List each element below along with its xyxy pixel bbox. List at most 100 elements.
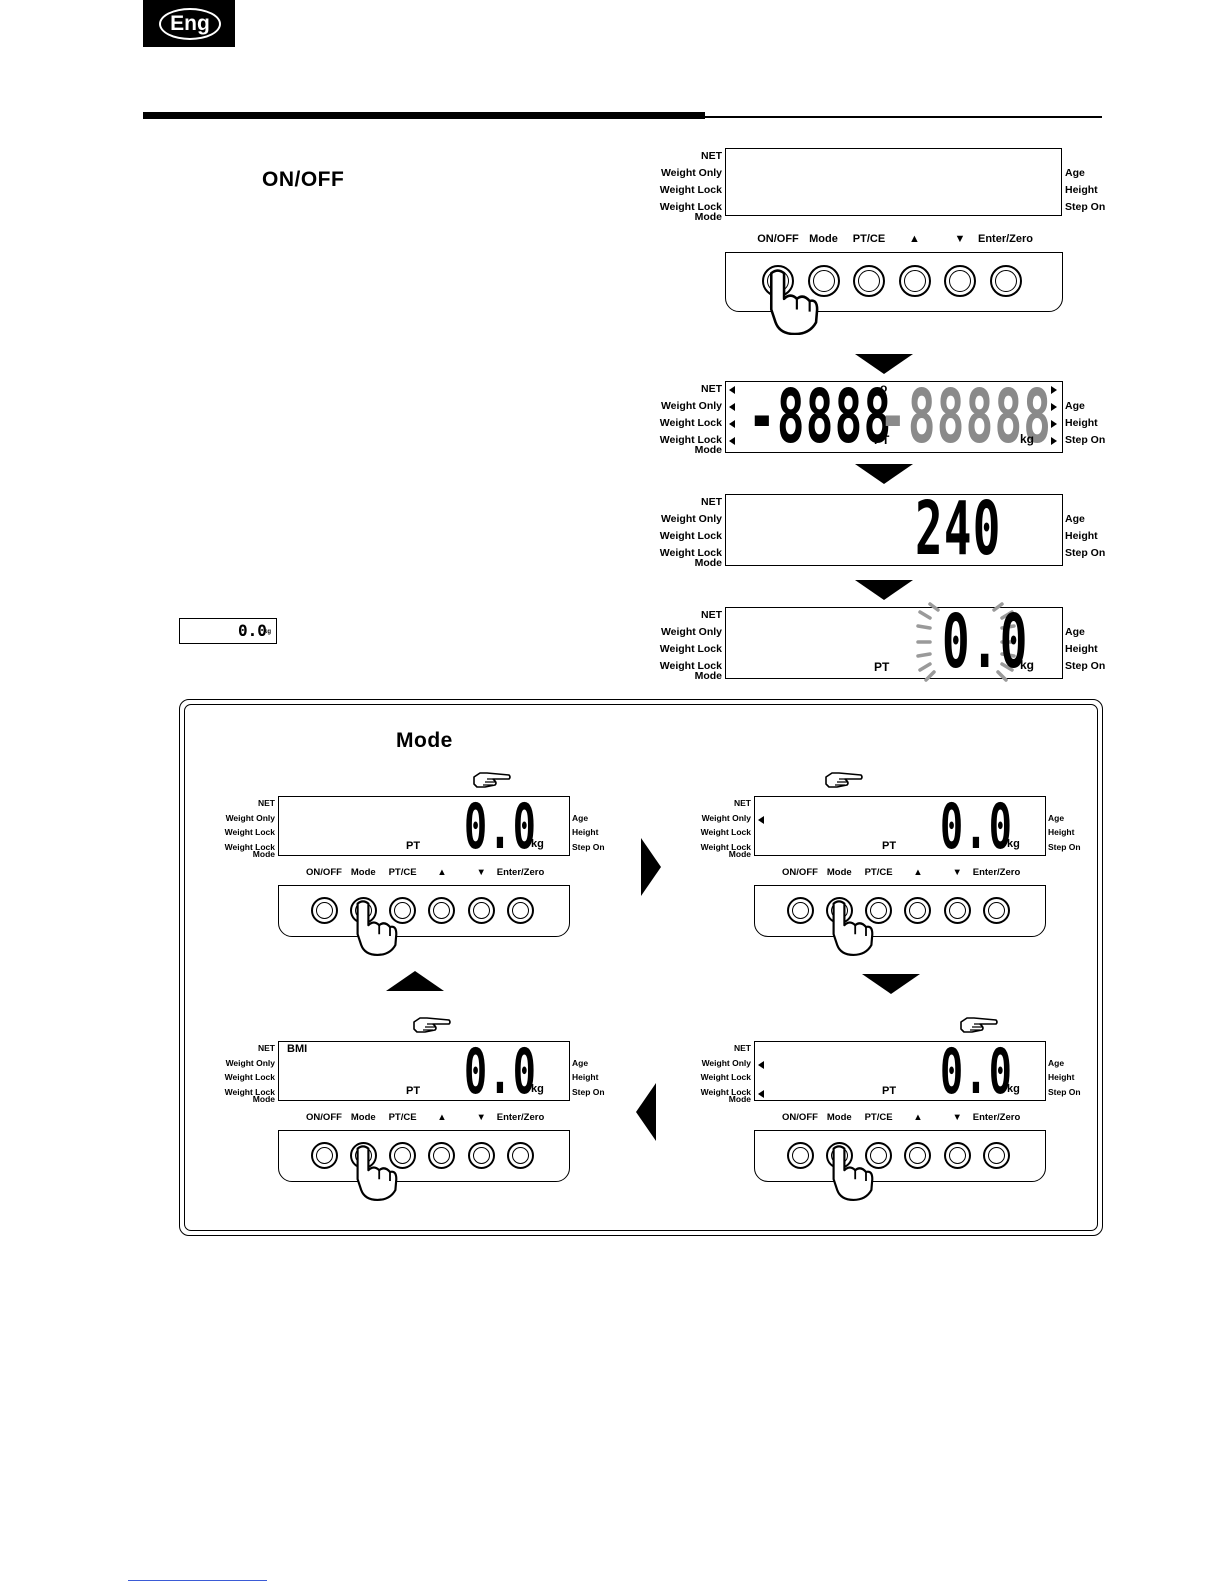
pt-ce-button[interactable] [865, 896, 893, 924]
pt-indicator: PT [874, 660, 890, 674]
pt-ce-button[interactable] [389, 1141, 417, 1169]
enter-zero-button[interactable] [507, 1141, 534, 1169]
lcd-label-mode: Mode [252, 1094, 275, 1104]
button-ring [870, 901, 888, 919]
pt-indicator: PT [882, 840, 897, 852]
arrow-left-icon [636, 1083, 656, 1141]
mode-button[interactable] [807, 265, 840, 297]
up-button[interactable] [904, 1141, 932, 1169]
onoff-button[interactable] [786, 1141, 814, 1169]
lcd-label-weight-only: Weight Only [660, 167, 722, 179]
lcd-label-step-on: Step On [1065, 201, 1106, 213]
arrow-down-icon [855, 354, 913, 374]
button-ring [791, 1146, 809, 1164]
mode-cycle-box-inner [184, 704, 1098, 1231]
mode-box-key: Mode [396, 729, 453, 752]
all-segments-left-value: -8888 [748, 374, 893, 460]
indicator-arrow-right-icon [1051, 386, 1057, 394]
lcd-label-height: Height [1065, 184, 1098, 196]
lcd-label-weight-lock: Weight Lock [659, 530, 722, 542]
lcd-label-weight-only: Weight Only [225, 1057, 275, 1068]
countdown-value: 240 [915, 486, 1002, 572]
onoff-button[interactable] [310, 1141, 338, 1169]
lcd-label-mode: Mode [728, 849, 751, 859]
up-button[interactable] [428, 896, 456, 924]
up-label: ▲ [437, 867, 447, 878]
pt-ce-button[interactable] [389, 896, 417, 924]
onoff-button[interactable] [310, 896, 338, 924]
lcd-label-height: Height [572, 827, 599, 837]
lcd-label-weight-lock: Weight Lock [700, 1072, 751, 1082]
up-label: ▲ [913, 1112, 923, 1123]
lcd-label-weight-lock: Weight Lock [659, 184, 722, 196]
pt-ce-button[interactable] [865, 1141, 893, 1169]
onoff-label: ON/OFF [306, 1112, 342, 1123]
blink-rays-icon [916, 602, 1016, 682]
pt-indicator: PT [882, 1085, 897, 1097]
enter-zero-label: Enter/Zero [972, 867, 1021, 878]
button-ring [949, 270, 971, 292]
indicator-arrow-left-icon [758, 815, 764, 824]
button-ring [909, 901, 927, 919]
onoff-button[interactable] [786, 896, 814, 924]
mode-label: Mode [350, 867, 376, 878]
enter-zero-button[interactable] [507, 896, 534, 924]
small-display-unit: kg [264, 629, 272, 635]
down-button[interactable] [944, 265, 976, 297]
pointing-hand-icon [413, 1017, 451, 1033]
button-ring [988, 1146, 1005, 1164]
enter-zero-label: Enter/Zero [972, 1112, 1021, 1123]
down-button[interactable] [467, 1141, 495, 1169]
lcd-label-mode: Mode [694, 210, 722, 223]
button-ring [315, 1146, 333, 1164]
lcd-label-weight-lock-mode: Weight Lock [659, 547, 722, 559]
lcd-label-height: Height [1065, 530, 1098, 542]
language-label: Eng [159, 8, 221, 40]
indicator-arrow-right-icon [1051, 403, 1057, 411]
down-button[interactable] [943, 1141, 971, 1169]
up-button[interactable] [428, 1141, 456, 1169]
all-segments-right-value: -88888 [879, 374, 1053, 460]
lcd-screen [278, 1041, 570, 1101]
lcd-label-weight-lock-mode: Weight Lock [659, 201, 722, 213]
lcd-label-height: Height [1048, 827, 1075, 837]
mode-display-value: 0.0 [940, 790, 1014, 863]
lcd-label-weight-only: Weight Only [660, 400, 722, 412]
pressing-finger-icon [356, 1145, 398, 1201]
pt-ce-label: PT/CE [864, 1112, 893, 1123]
onoff-label: ON/OFF [757, 233, 799, 245]
unit-indicator: kg [1007, 1083, 1020, 1095]
lcd-label-step-on: Step On [1065, 547, 1106, 559]
pt-ce-button[interactable] [853, 265, 885, 297]
lcd-screen [725, 381, 1063, 453]
pt-indicator: PT [874, 433, 890, 447]
button-ring [903, 270, 926, 292]
lcd-label-mode: Mode [694, 443, 722, 456]
up-button[interactable] [898, 265, 931, 297]
lcd-label-age: Age [1065, 513, 1085, 525]
lcd-label-step-on: Step On [1065, 660, 1106, 672]
button-ring [994, 270, 1017, 292]
lcd-screen [725, 607, 1063, 679]
up-label: ▲ [909, 233, 920, 245]
lcd-label-weight-lock: Weight Lock [224, 827, 275, 837]
button-ring [433, 1146, 451, 1164]
lcd-label-weight-lock-mode: Weight Lock [224, 841, 275, 852]
pt-indicator: PT [406, 1085, 421, 1097]
down-label: ▼ [476, 867, 486, 878]
enter-zero-button[interactable] [983, 896, 1010, 924]
enter-zero-button[interactable] [983, 1141, 1010, 1169]
header-rule-thick [143, 112, 705, 119]
up-button[interactable] [904, 896, 932, 924]
enter-zero-button[interactable] [989, 265, 1022, 297]
unit-indicator: kg [1020, 432, 1035, 446]
mode-label: Mode [826, 1112, 852, 1123]
down-button[interactable] [467, 896, 495, 924]
button-ring [812, 270, 835, 292]
lcd-screen [754, 1041, 1046, 1101]
indicator-arrow-left-icon [758, 1089, 764, 1098]
lcd-label-weight-lock: Weight Lock [659, 417, 722, 429]
lcd-screen [725, 148, 1062, 216]
down-button[interactable] [943, 896, 971, 924]
lcd-label-age: Age [1048, 812, 1065, 823]
